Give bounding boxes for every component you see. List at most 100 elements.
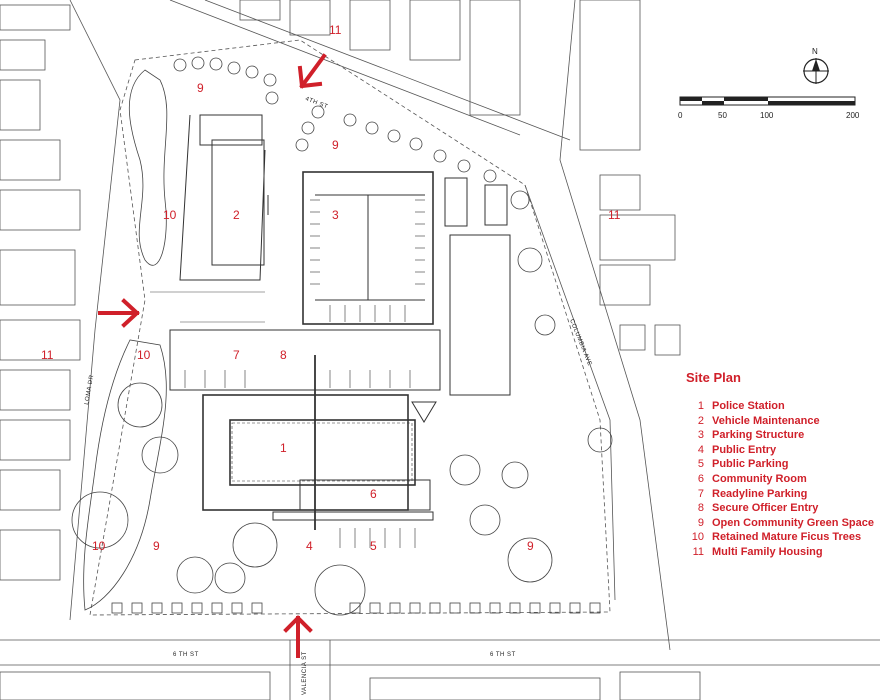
legend-number: 11 — [692, 545, 704, 558]
tree-canopy — [83, 339, 167, 611]
housing-block — [0, 419, 71, 461]
police-courtyard — [229, 419, 416, 486]
legend-label: Multi Family Housing — [712, 545, 823, 558]
housing-block — [619, 324, 646, 351]
legend-number: 8 — [697, 502, 704, 515]
street-label-columbia: COLUMBIA AVE — [568, 319, 592, 368]
housing-block — [0, 189, 81, 231]
legend-label: Public Parking — [712, 458, 789, 471]
label-ficus-sw: 10 — [92, 539, 106, 553]
tree — [232, 522, 278, 568]
legend-item: 10 Retained Mature Ficus Trees — [686, 530, 876, 545]
legend-label: Public Entry — [712, 443, 777, 456]
housing-block — [599, 174, 641, 211]
label-secure-entry: 8 — [280, 348, 287, 362]
housing-block — [0, 529, 61, 581]
entry-arrow-north — [297, 53, 327, 89]
legend-item: 4 Public Entry — [686, 443, 876, 458]
housing-block — [0, 469, 61, 511]
svg-text:100: 100 — [760, 111, 774, 120]
legend-label: Open Community Green Space — [712, 516, 874, 529]
housing-block — [0, 369, 71, 411]
svg-text:200: 200 — [846, 111, 860, 120]
housing-block — [0, 319, 81, 361]
legend-number: 9 — [697, 516, 704, 529]
tree — [510, 190, 530, 210]
legend-number: 3 — [697, 429, 704, 442]
tree — [117, 382, 163, 428]
tree-canopy — [128, 69, 168, 266]
housing-block — [0, 79, 41, 131]
label-housing-w: 11 — [41, 348, 54, 362]
tree — [587, 427, 613, 453]
label-ficus-mid: 10 — [137, 348, 151, 362]
label-green-nw: 9 — [197, 81, 204, 95]
label-green-se: 9 — [527, 539, 534, 553]
legend-number: 4 — [697, 443, 704, 456]
label-public-entry: 4 — [306, 539, 313, 553]
fourth-street-edge — [169, 0, 521, 136]
label-maintenance: 2 — [233, 208, 240, 222]
legend-item: 5 Public Parking — [686, 457, 876, 472]
police-station — [202, 394, 409, 511]
tree — [214, 562, 246, 594]
label-police: 1 — [280, 441, 287, 455]
triangle-marker — [411, 401, 437, 423]
label-public-parking: 5 — [370, 539, 377, 553]
vehicle-maintenance-building — [211, 139, 265, 266]
label-housing-e: 11 — [608, 208, 621, 222]
tree — [517, 247, 543, 273]
tree — [501, 461, 529, 489]
label-parking-structure: 3 — [332, 208, 339, 222]
street-label-sixth-left: 6 TH ST — [173, 652, 199, 658]
maintenance-yard — [179, 114, 266, 281]
legend-label: Community Room — [712, 472, 807, 485]
housing-block — [0, 39, 46, 71]
vehicle-maintenance-building — [199, 114, 263, 146]
housing-block — [349, 0, 391, 51]
tree — [71, 491, 129, 549]
legend-item: 3 Parking Structure — [686, 428, 876, 443]
readyline-parking — [169, 329, 441, 391]
parking-structure — [302, 171, 434, 325]
legend-label: Retained Mature Ficus Trees — [712, 531, 862, 544]
street-label-valencia: VALENCIA ST — [302, 651, 308, 695]
legend-title: Site Plan — [686, 370, 741, 385]
housing-block — [619, 671, 701, 700]
street-label-fourth: 4TH ST — [304, 96, 328, 110]
legend-item: 9 Open Community Green Space — [686, 516, 876, 531]
label-ficus-w: 10 — [163, 208, 177, 222]
legend-number: 1 — [697, 400, 704, 412]
label-community-room: 6 — [370, 487, 377, 501]
label-green-sw: 9 — [153, 539, 160, 553]
label-green-n: 9 — [332, 138, 339, 152]
legend-label: Police Station — [712, 400, 785, 412]
housing-block — [0, 4, 71, 31]
housing-block — [599, 214, 676, 261]
svg-text:50: 50 — [718, 111, 727, 120]
housing-block — [0, 139, 61, 181]
legend-number: 10 — [691, 531, 704, 544]
legend-label: Parking Structure — [712, 429, 805, 442]
legend-number: 5 — [697, 458, 704, 471]
housing-block — [599, 264, 651, 306]
tree — [534, 314, 556, 336]
street-label-sixth-right: 6 TH ST — [490, 652, 516, 658]
tree — [176, 556, 214, 594]
housing-block — [289, 0, 331, 36]
housing-block — [579, 0, 641, 151]
entry-arrow-west — [98, 298, 140, 328]
housing-block — [239, 0, 281, 21]
tree — [314, 564, 366, 616]
legend-label: Vehicle Maintenance — [712, 414, 820, 427]
north-arrow: N — [803, 47, 829, 84]
scale-bar: 0 50 100 200 — [678, 96, 860, 120]
tree — [469, 504, 501, 536]
community-room — [299, 479, 431, 511]
